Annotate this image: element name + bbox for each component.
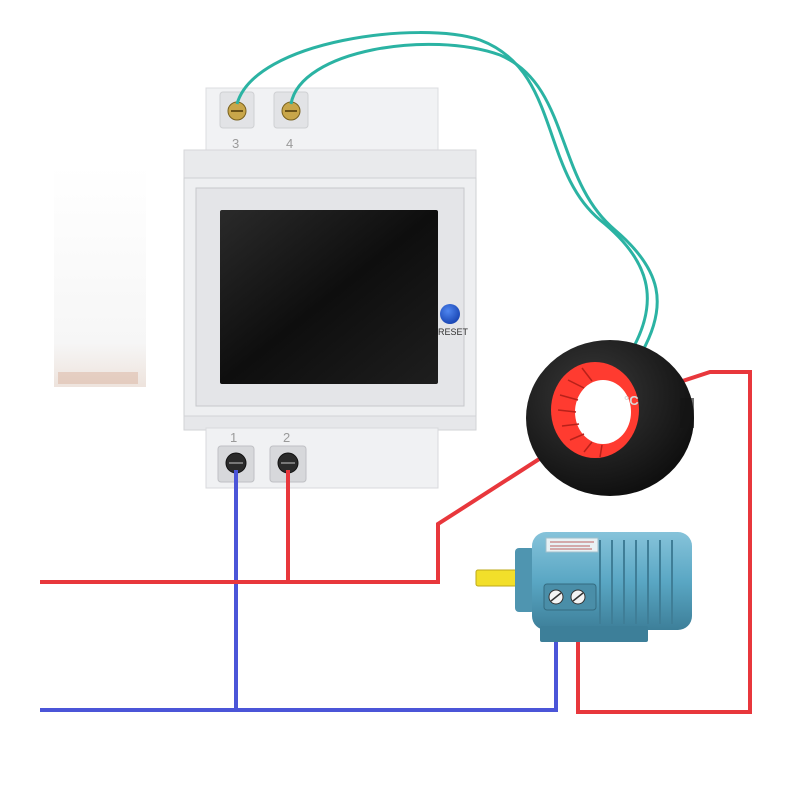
motor-terminal-a[interactable] <box>548 589 564 605</box>
terminal-4-label: 4 <box>286 136 293 151</box>
motor-nameplate <box>545 537 599 553</box>
energy-meter: RESET 3 4 1 2 <box>183 87 477 489</box>
motor-nameplate-lines <box>550 541 594 550</box>
terminal-4-screw[interactable] <box>281 101 301 121</box>
sense-wire-b <box>289 42 659 353</box>
ct-core-hole <box>575 380 631 444</box>
ct-label: °C <box>624 393 639 408</box>
motor-end-cap <box>515 548 535 612</box>
phase-wire-supply <box>40 418 602 584</box>
faded-background-stain <box>58 372 138 384</box>
motor-cooling-fins <box>599 540 673 624</box>
meter-screen <box>220 210 438 384</box>
terminal-3-screw[interactable] <box>227 101 247 121</box>
current-transformer: °C <box>526 340 694 496</box>
terminal-3-label: 3 <box>232 136 239 151</box>
motor-terminal-b[interactable] <box>570 589 586 605</box>
motor-foot <box>540 626 648 642</box>
terminal-2-screw[interactable] <box>277 452 299 474</box>
ct-core-ribs <box>557 367 603 458</box>
neutral-wire <box>40 470 558 712</box>
phase-wire-return <box>576 370 752 714</box>
terminal-1-label: 1 <box>230 430 237 445</box>
reset-label: RESET <box>438 327 469 337</box>
ct-body-shade <box>680 398 694 428</box>
faded-background-block <box>54 165 146 387</box>
sense-wires <box>235 31 659 353</box>
electric-motor <box>475 532 692 642</box>
sense-wire-a <box>235 31 649 351</box>
reset-button[interactable] <box>440 304 460 324</box>
terminal-2-label: 2 <box>283 430 290 445</box>
